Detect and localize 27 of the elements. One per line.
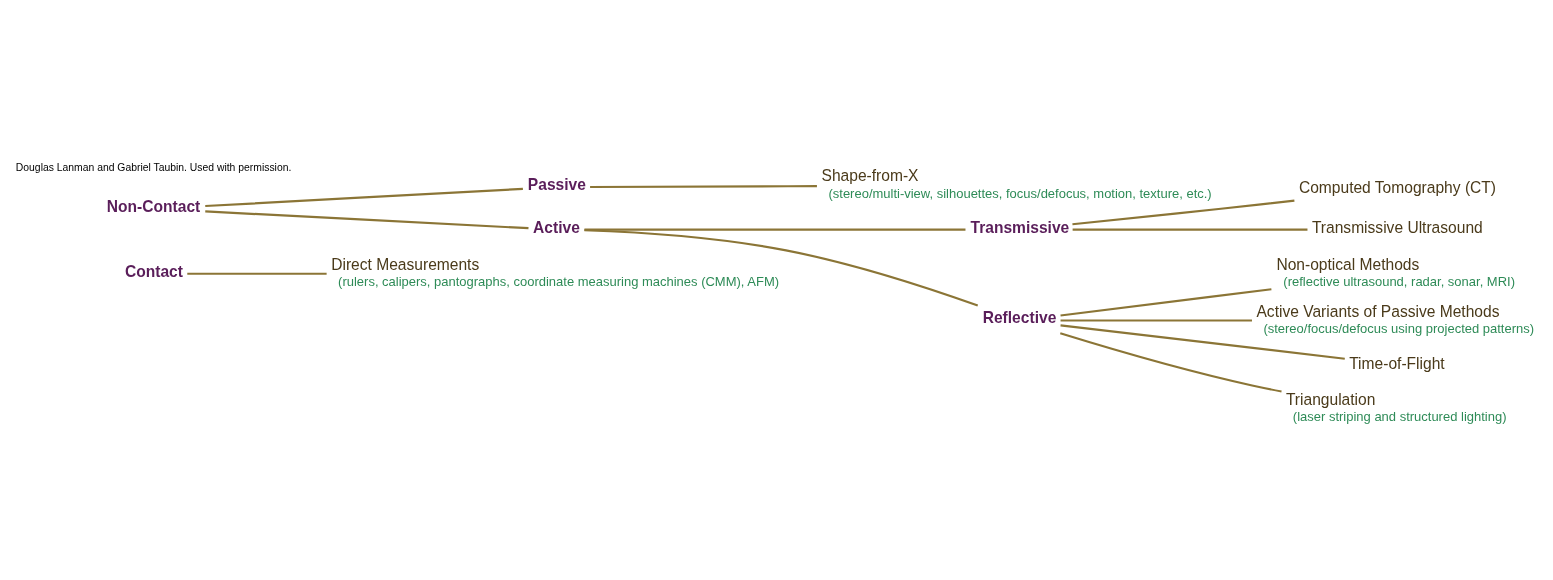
node-text: Transmissive Ultrasound <box>1311 219 1483 237</box>
connector <box>1059 332 1282 393</box>
node-text: Reflective <box>982 309 1057 327</box>
connector <box>590 185 817 189</box>
node-text: Triangulation (laser striping and structured lighting) <box>1285 390 1507 425</box>
connector <box>1060 288 1272 317</box>
node-text: Computed Tomography (CT) <box>1298 178 1497 196</box>
connector <box>1072 199 1295 226</box>
node-text: Time-of-Flight <box>1349 354 1445 372</box>
connector <box>1060 324 1345 360</box>
node-text: Transmissive <box>970 218 1070 236</box>
connector <box>205 210 529 230</box>
node-text: Passive <box>527 176 586 194</box>
node-text: Active <box>533 218 580 236</box>
node-text: Active Variants of Passive Methods (stereo/focus/defocus using projected patterns) <box>1256 302 1535 336</box>
node-text: Non-optical Methods (reflective ultrasound, radar, sonar, MRI) <box>1276 255 1515 289</box>
node-text: Non-Contact <box>106 197 201 215</box>
label: Douglas Lanman and Gabriel Taubin. Used with permission. <box>15 161 292 173</box>
connector <box>584 228 966 231</box>
node-text: Direct Measurements (rulers, calipers, pantographs, coordinate measuring machines (CMM), AFM) <box>331 255 780 289</box>
connector <box>205 187 523 208</box>
connector <box>584 229 979 307</box>
node-text: Shape-from-X (stereo/multi-view, silhouettes, focus/defocus, motion, texture, etc.) <box>821 167 1212 201</box>
node-text: Contact <box>125 262 183 280</box>
connector <box>1060 319 1252 322</box>
connector <box>187 272 327 275</box>
connector <box>1072 228 1308 231</box>
